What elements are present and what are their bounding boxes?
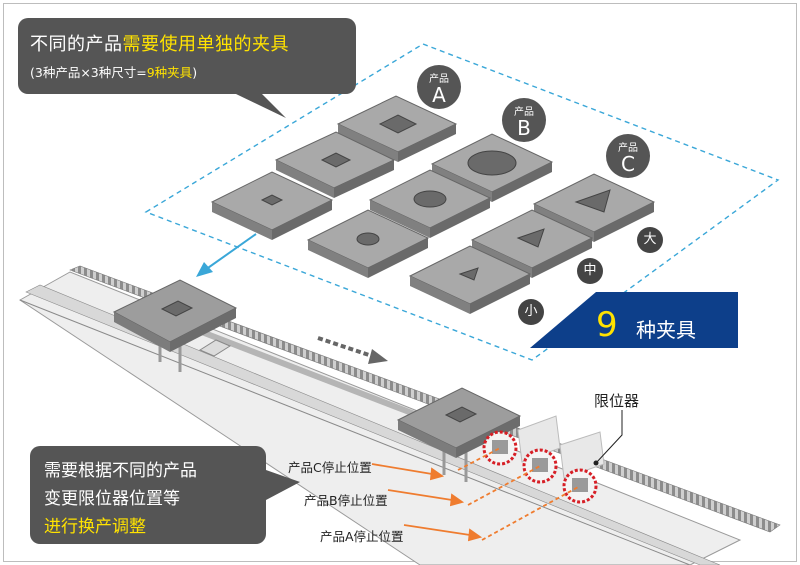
- product-b-label-small: 产品: [514, 107, 534, 118]
- fixture-set-dashed-region: [144, 43, 780, 361]
- banner-number: 9: [596, 305, 618, 345]
- fixture-on-conveyor-1: [112, 279, 238, 372]
- product-c-label-small: 产品: [618, 143, 638, 154]
- size-small-badge: [518, 299, 544, 325]
- selection-pointer-arrow: [196, 233, 257, 277]
- bottom-callout-line3: 进行换产调整: [44, 517, 146, 537]
- product-b-badge: [502, 98, 546, 142]
- top-callout-line1: 不同的产品需要使用单独的夹具: [30, 30, 289, 56]
- stopper-leader-line: [595, 410, 623, 464]
- top-callout-line2-highlight: 9种夹具: [146, 65, 193, 80]
- bottom-callout-line1: 需要根据不同的产品: [44, 461, 197, 481]
- fixture-grid: [210, 95, 656, 314]
- top-callout-line2-suffix: ): [192, 65, 198, 80]
- fixture-b-small: [306, 209, 430, 278]
- product-c-badge: [606, 134, 650, 178]
- product-a-badge: [417, 65, 461, 109]
- conveyor-rail: [19, 265, 781, 565]
- product-a-label-small: 产品: [429, 74, 449, 85]
- top-callout-bubble: [18, 18, 356, 118]
- product-b-label-big: B: [517, 116, 531, 140]
- fixture-a-small: [210, 171, 334, 240]
- stopper-brackets: [517, 415, 605, 479]
- product-a-label-big: A: [432, 83, 446, 107]
- fixture-b-medium: [368, 169, 492, 238]
- top-callout-line2: (3种产品×3种尺寸=9种夹具): [30, 62, 197, 81]
- fixture-c-small: [408, 245, 532, 314]
- top-callout-line2-prefix: (3种产品×3种尺寸=: [30, 65, 147, 80]
- stop-position-a-label: 产品A停止位置: [320, 529, 404, 544]
- size-large-badge: [637, 227, 663, 253]
- top-callout: 不同的产品需要使用单独的夹具 (3种产品×3种尺寸=9种夹具): [18, 18, 356, 94]
- stop-position-b-label: 产品B停止位置: [304, 493, 388, 508]
- banner-text: 种夹具: [636, 318, 696, 342]
- bottom-callout-bubble: [30, 446, 300, 544]
- bottom-callout-line2: 变更限位器位置等: [44, 489, 180, 509]
- size-small-label: 小: [524, 304, 538, 319]
- top-callout-line1-highlight: 需要使用单独的夹具: [122, 34, 289, 55]
- size-medium-badge: [577, 258, 603, 284]
- fixture-a-large: [336, 95, 458, 162]
- bottom-callout: 需要根据不同的产品 变更限位器位置等 进行换产调整: [30, 446, 266, 544]
- size-medium-label: 中: [583, 263, 597, 278]
- stop-position-c-label: 产品C停止位置: [288, 460, 372, 475]
- nine-fixtures-banner: [530, 292, 738, 348]
- size-large-label: 大: [643, 232, 657, 247]
- stop-position-arrows: [371, 447, 581, 542]
- fixture-a-medium: [274, 131, 396, 198]
- stopper-label: 限位器: [594, 392, 640, 410]
- product-c-label-big: C: [621, 152, 635, 176]
- top-callout-line1-prefix: 不同的产品: [30, 34, 123, 55]
- conveyor-direction-arrow: [317, 336, 388, 364]
- fixture-on-conveyor-2: [396, 387, 522, 482]
